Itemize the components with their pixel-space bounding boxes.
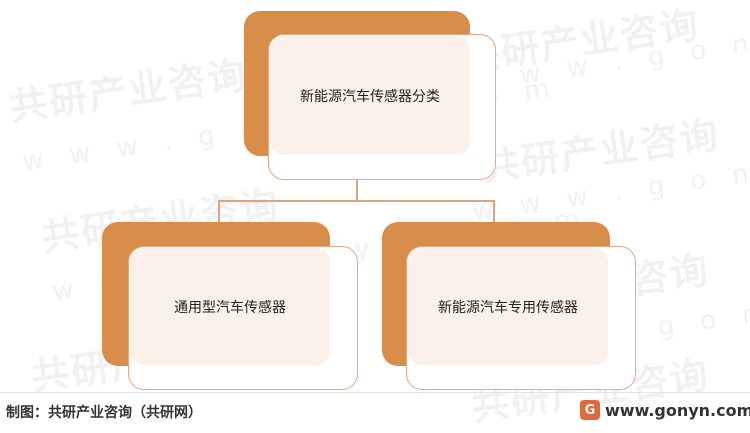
watermark-text: 共研产业咨询 [6, 52, 251, 130]
gonyn-logo-icon: G [580, 400, 600, 420]
footer-divider [0, 392, 750, 393]
right-node-label: 新能源汽车专用传感器 [408, 248, 608, 365]
connector-right-drop [493, 200, 495, 222]
source-caption: 制图：共研产业咨询（共研网） [6, 405, 202, 421]
connector-root-stem [356, 179, 358, 201]
watermark-url: w w w . g o n y n . c o m [470, 123, 750, 228]
watermark-url: w w w . g o n y n . c o m [471, 0, 750, 97]
watermark-text: 共研产业咨询 [478, 112, 723, 190]
connector-left-drop [218, 200, 220, 222]
site-url: www.gonyn.com [605, 400, 750, 420]
root-node-label: 新能源汽车传感器分类 [270, 36, 470, 155]
site-branding: G www.gonyn.com [580, 400, 750, 420]
left-node-label: 通用型汽车传感器 [130, 248, 330, 365]
connector-horizontal [218, 200, 494, 202]
